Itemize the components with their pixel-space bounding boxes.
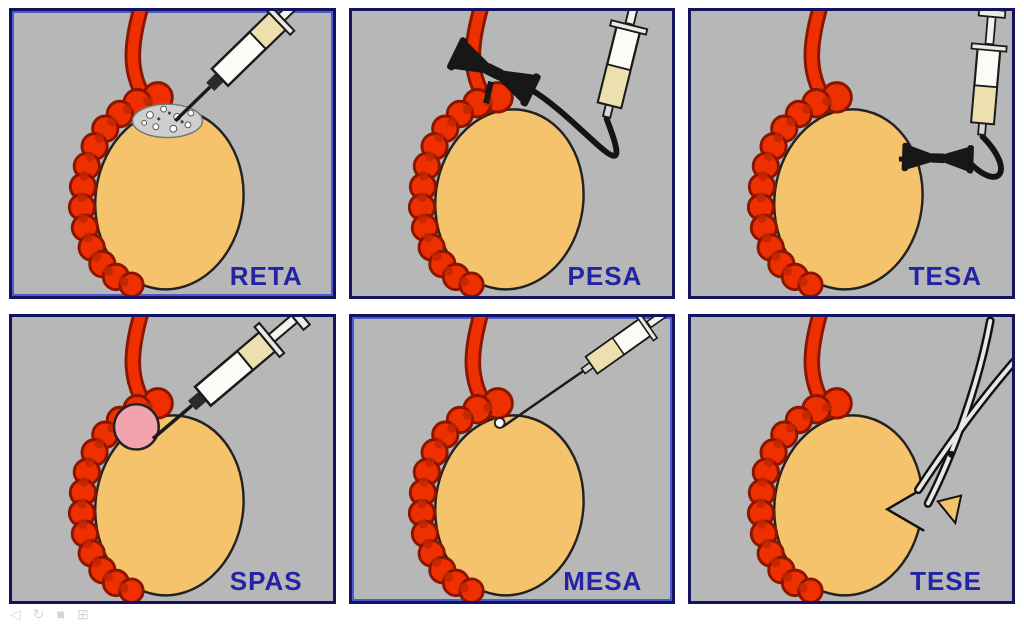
tese-illustration xyxy=(691,316,1012,602)
panel-label-mesa: MESA xyxy=(563,566,643,596)
panel-pesa: PESA xyxy=(348,8,676,299)
clamp-stem xyxy=(482,80,494,104)
fine-needle-icon xyxy=(501,369,584,428)
reta-illustration xyxy=(12,11,322,296)
suction-tube xyxy=(966,133,1005,180)
syringe-icon xyxy=(573,316,673,385)
suction-tube xyxy=(527,86,619,159)
viewer-back-icon[interactable]: ◁ xyxy=(10,606,21,622)
scissors-icon xyxy=(914,316,1012,508)
panel-spas: SPAS xyxy=(9,313,336,604)
panel-label-tesa: TESA xyxy=(908,260,982,291)
spermatocele-cyst-shape xyxy=(112,402,160,451)
tesa-illustration xyxy=(691,11,1012,296)
tissue-wedge-piece xyxy=(936,493,963,525)
testis-anatomy xyxy=(409,317,595,602)
panel-mesa: MESA xyxy=(348,313,676,604)
testis-anatomy xyxy=(749,317,935,602)
panel-reta: RETA xyxy=(9,8,336,299)
biopsy-notch-shape xyxy=(885,486,926,532)
panel-label-spas: SPAS xyxy=(229,566,303,596)
pesa-illustration xyxy=(352,11,658,296)
panel-label-tese: TESE xyxy=(910,566,982,596)
panel-tesa: TESA xyxy=(688,8,1015,299)
syringe-icon xyxy=(963,11,1012,138)
panel-grid: RETA PESA TESA xyxy=(9,8,1015,604)
viewer-grid-icon[interactable]: ⊞ xyxy=(76,606,89,622)
viewer-stop-icon[interactable]: ■ xyxy=(56,606,65,622)
panel-label-pesa: PESA xyxy=(567,260,643,291)
puncture-pore-shape xyxy=(493,416,506,429)
testis-anatomy xyxy=(409,11,595,296)
syringe-icon xyxy=(587,11,658,123)
spas-illustration xyxy=(12,316,315,602)
viewer-refresh-icon[interactable]: ↻ xyxy=(32,606,45,622)
panel-tese: TESE xyxy=(688,313,1015,604)
rete-speckles-group xyxy=(131,103,204,139)
panel-label-reta: RETA xyxy=(229,260,303,291)
viewer-toolbar: ◁ ↻ ■ ⊞ xyxy=(10,605,89,623)
mesa-illustration xyxy=(352,316,673,602)
